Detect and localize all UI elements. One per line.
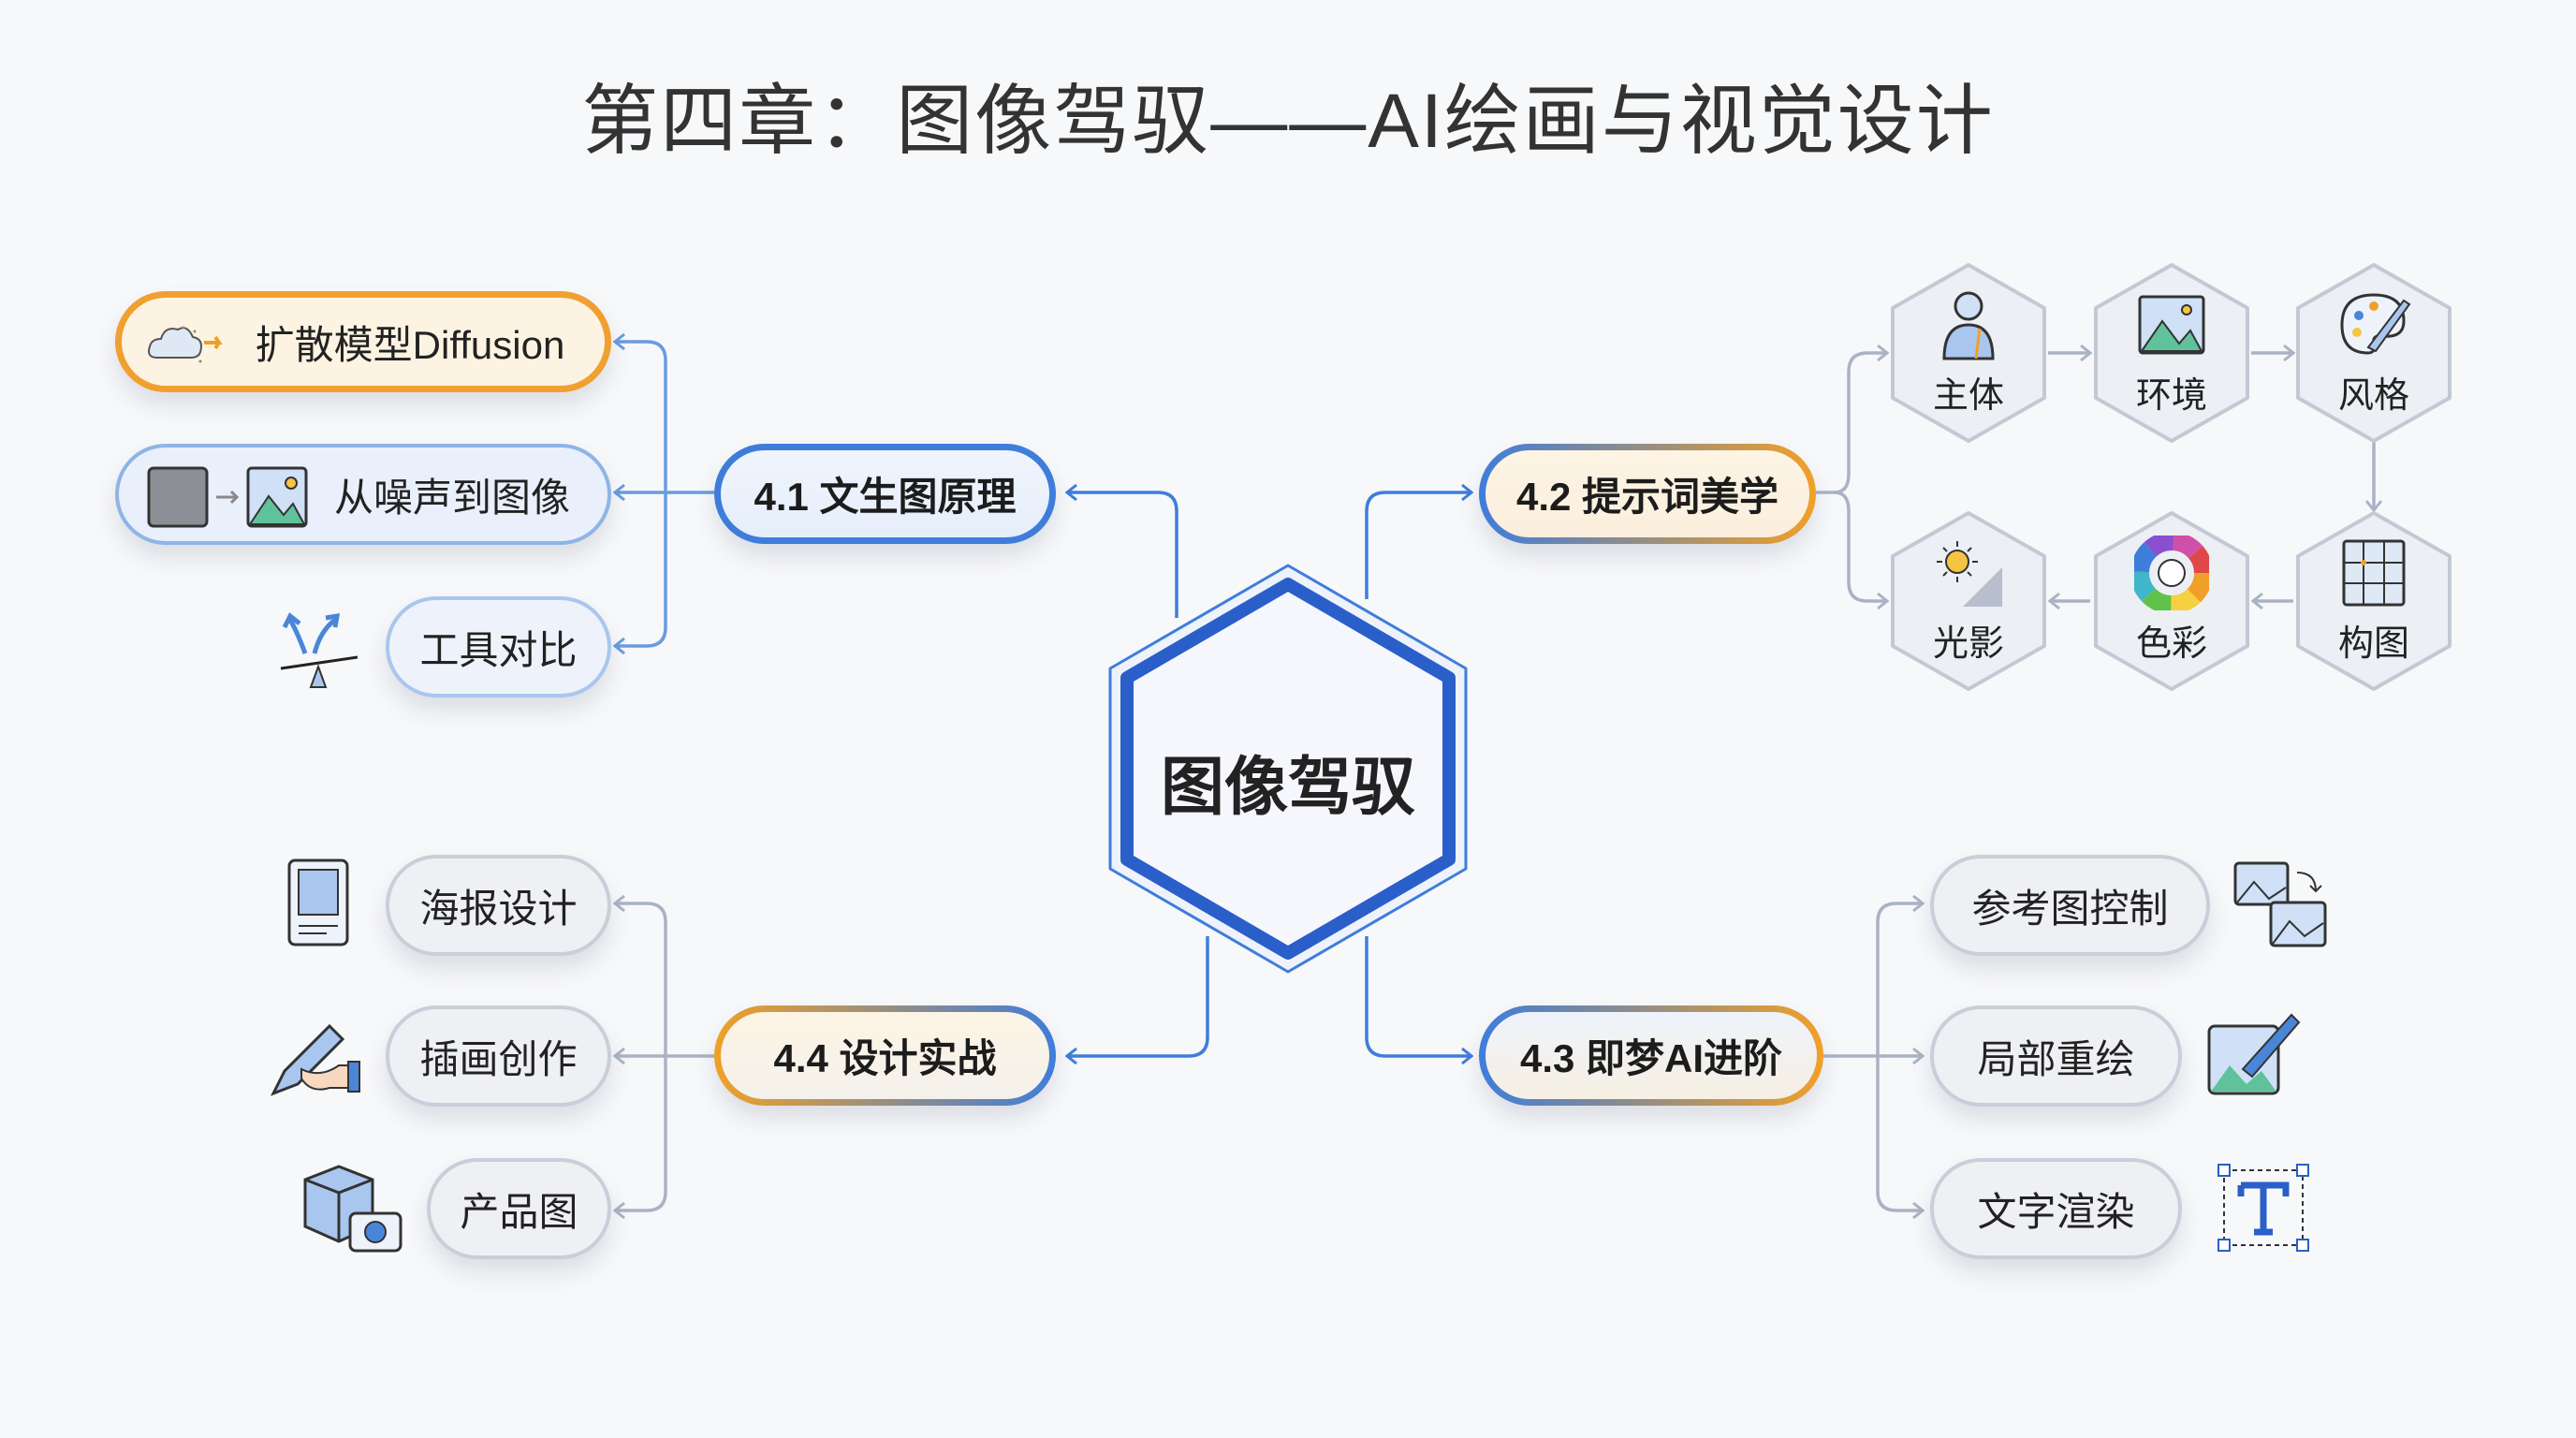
noise-to-image-icon (147, 466, 308, 528)
branch-4-3[interactable]: 4.3 即梦AI进阶 (1479, 1005, 1823, 1106)
leaf-illustration[interactable]: 插画创作 (386, 1005, 611, 1107)
leaf-reference-control[interactable]: 参考图控制 (1930, 855, 2210, 956)
leaf-product-image[interactable]: 产品图 (427, 1158, 611, 1259)
hex-subject[interactable]: 主体 (1889, 261, 2048, 445)
hex-style[interactable]: 风格 (2294, 261, 2453, 445)
connector-center-42 (1365, 492, 1471, 599)
illustration-pen-icon (270, 1023, 360, 1096)
hex-label: 光影 (1932, 624, 2004, 664)
landscape-icon (2138, 295, 2205, 355)
palette-icon (2340, 293, 2411, 355)
connector-center-44 (1067, 936, 1209, 1056)
person-icon (1942, 291, 1995, 360)
leaf-poster-design[interactable]: 海报设计 (386, 855, 611, 956)
leaf-tool-compare[interactable]: 工具对比 (386, 596, 611, 697)
hex-label: 构图 (2337, 624, 2409, 664)
leaf-label: 扩散模型Diffusion (255, 322, 565, 367)
hex-environment[interactable]: 环境 (2092, 261, 2251, 445)
compare-tools-icon (280, 612, 359, 688)
hex-lighting[interactable]: 光影 (1889, 509, 2048, 693)
product-camera-icon (303, 1165, 402, 1253)
hex-label: 风格 (2337, 376, 2409, 416)
hex-label: 色彩 (2135, 624, 2207, 664)
branch-4-1[interactable]: 4.1 文生图原理 (714, 444, 1056, 544)
text-render-icon (2217, 1164, 2309, 1252)
leaf-diffusion[interactable]: 扩散模型Diffusion (115, 291, 611, 392)
inpaint-brush-icon (2207, 1013, 2301, 1095)
center-hexagon (1108, 564, 1468, 974)
sun-shadow-icon (1937, 541, 2002, 607)
leaf-noise-to-image[interactable]: 从噪声到图像 (115, 444, 611, 545)
poster-icon (287, 858, 349, 946)
grid-icon (2342, 539, 2406, 607)
hex-composition[interactable]: 构图 (2294, 509, 2453, 693)
connector-center-43 (1365, 936, 1471, 1056)
leaf-label: 从噪声到图像 (333, 475, 570, 520)
connector-center-41 (1067, 492, 1178, 618)
leaf-text-render[interactable]: 文字渲染 (1930, 1158, 2182, 1259)
leaf-inpainting[interactable]: 局部重绘 (1930, 1005, 2182, 1107)
page-title: 第四章：图像驾驭——AI绘画与视觉设计 (581, 79, 1995, 164)
branch-4-4[interactable]: 4.4 设计实战 (714, 1005, 1056, 1106)
center-topic: 图像驾驭 (1160, 752, 1415, 823)
hex-label: 环境 (2135, 376, 2207, 416)
branch-4-2[interactable]: 4.2 提示词美学 (1479, 444, 1816, 544)
reference-images-icon (2233, 861, 2327, 947)
hex-color[interactable]: 色彩 (2092, 509, 2251, 693)
diffusion-cloud-icon (148, 326, 223, 363)
hex-label: 主体 (1932, 376, 2004, 416)
color-wheel-icon (2134, 536, 2209, 610)
